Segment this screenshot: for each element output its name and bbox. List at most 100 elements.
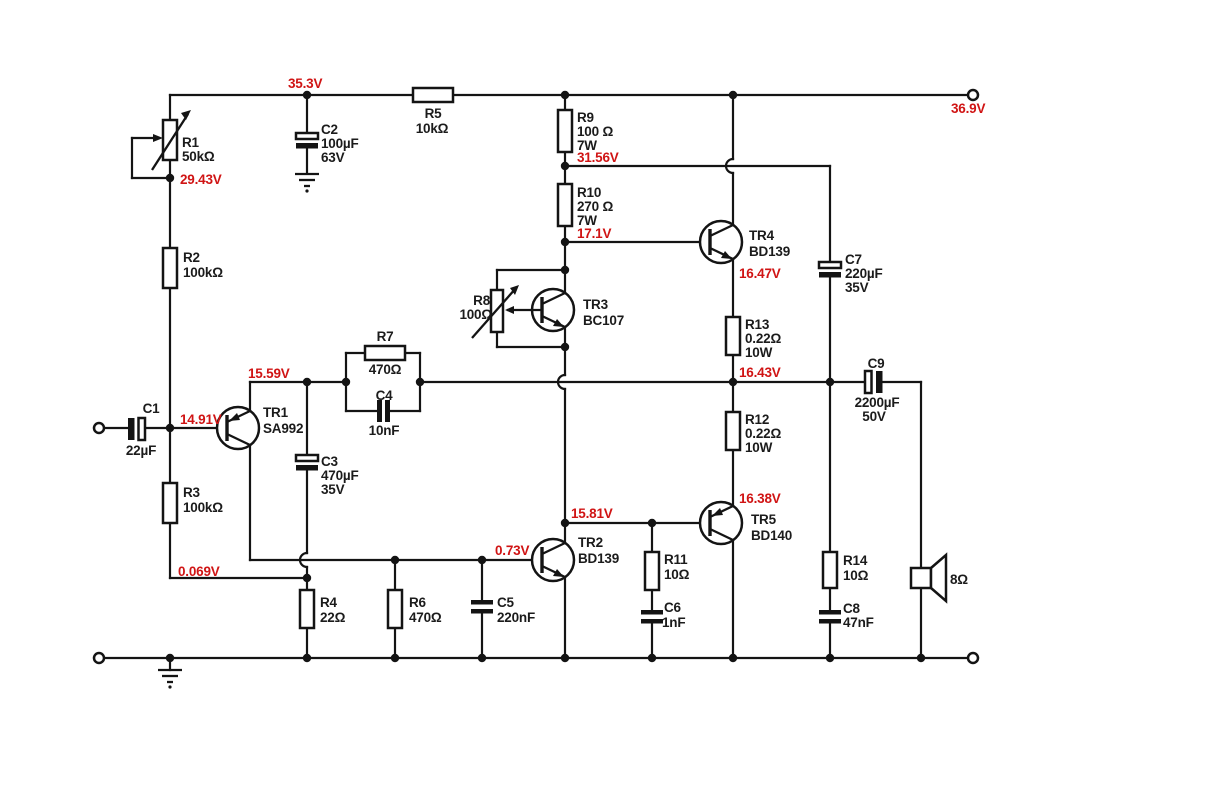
resistor-R9-ref-label: R9 bbox=[577, 110, 594, 125]
capacitor-C6-value-label: 1nF bbox=[662, 615, 685, 630]
input-terminal-icon bbox=[92, 421, 106, 435]
transistor-TR1-ref-label: TR1 bbox=[263, 405, 289, 420]
speaker-icon: 8Ω bbox=[909, 552, 969, 604]
resistor-R12-value-label: 0.22Ω bbox=[745, 426, 781, 441]
resistor-R12: R12 0.22Ω 10W bbox=[724, 410, 782, 455]
ground-terminal-left-icon bbox=[92, 651, 106, 665]
resistor-R13: R13 0.22Ω 10W bbox=[724, 315, 782, 360]
resistor-R11-ref-label: R11 bbox=[664, 552, 688, 567]
resistor-R12-power-label: 10W bbox=[745, 440, 773, 455]
voltage-label-r9-r10: 31.56V bbox=[577, 150, 619, 165]
resistor-R9: R9 100 Ω 7W bbox=[556, 108, 614, 154]
ground-terminal-right-icon bbox=[966, 651, 980, 665]
voltage-label-tr4-emitter: 16.47V bbox=[739, 266, 781, 281]
resistor-R7-value-label: 470Ω bbox=[369, 362, 402, 377]
transistor-TR3-npn: TR3 BC107 bbox=[505, 287, 624, 333]
capacitor-C3-ref-label: C3 bbox=[321, 454, 339, 469]
resistor-R3-value-label: 100kΩ bbox=[183, 500, 223, 515]
wiper-arrow-icon bbox=[505, 306, 514, 314]
speaker-impedance-label: 8Ω bbox=[950, 572, 968, 587]
capacitor-C3-rating-label: 35V bbox=[321, 482, 345, 497]
resistor-R10: R10 270 Ω 7W bbox=[556, 182, 614, 228]
resistor-R2-ref-label: R2 bbox=[183, 250, 200, 265]
capacitor-C8-ref-label: C8 bbox=[843, 601, 861, 616]
ground-icon-c2 bbox=[295, 172, 319, 193]
transistor-TR4-ref-label: TR4 bbox=[749, 228, 775, 243]
transistor-TR3-part-label: BC107 bbox=[583, 313, 624, 328]
resistor-R6-value-label: 470Ω bbox=[409, 610, 442, 625]
voltage-label-tr2-base: 0.73V bbox=[495, 543, 529, 558]
capacitor-C3-value-label: 470µF bbox=[321, 468, 359, 483]
voltage-annotations: 35.3V 36.9V 29.43V 31.56V 17.1V 16.47V 1… bbox=[178, 76, 986, 579]
transistor-TR3-ref-label: TR3 bbox=[583, 297, 609, 312]
voltage-label-r1-wiper: 29.43V bbox=[180, 172, 222, 187]
capacitor-C8: C8 47nF bbox=[819, 601, 874, 630]
supply-terminal-icon bbox=[966, 88, 980, 102]
voltage-label-rail: 35.3V bbox=[288, 76, 322, 91]
emitter-arrow-icon bbox=[553, 319, 564, 327]
resistor-R3: R3 100kΩ bbox=[161, 481, 223, 525]
emitter-arrow-icon bbox=[229, 413, 240, 421]
resistor-R5-ref-label: R5 bbox=[425, 106, 443, 121]
capacitor-C4: C4 10nF bbox=[369, 388, 400, 438]
resistor-R1-ref-label: R1 bbox=[182, 135, 200, 150]
capacitor-C5-value-label: 220nF bbox=[497, 610, 535, 625]
capacitor-C2: C2 100µF 63V bbox=[294, 122, 359, 165]
transistor-TR4-npn: TR4 BD139 bbox=[698, 219, 790, 265]
capacitor-C4-ref-label: C4 bbox=[376, 388, 394, 403]
resistor-R5: R5 10kΩ bbox=[411, 86, 455, 136]
emitter-arrow-icon bbox=[721, 251, 732, 259]
resistor-R9-value-label: 100 Ω bbox=[577, 124, 613, 139]
capacitor-C2-ref-label: C2 bbox=[321, 122, 338, 137]
voltage-label-tr1-emitter: 15.59V bbox=[248, 366, 290, 381]
capacitor-C6: C6 1nF bbox=[641, 600, 686, 630]
capacitor-C2-value-label: 100µF bbox=[321, 136, 359, 151]
voltage-label-output: 16.43V bbox=[739, 365, 781, 380]
transistor-TR5-ref-label: TR5 bbox=[751, 512, 777, 527]
resistor-R4-value-label: 22Ω bbox=[320, 610, 346, 625]
transistor-TR2-npn: TR2 BD139 bbox=[530, 535, 619, 583]
transistor-TR2-part-label: BD139 bbox=[578, 551, 619, 566]
capacitor-C7-value-label: 220µF bbox=[845, 266, 883, 281]
wires bbox=[102, 93, 970, 660]
capacitor-C1-value-label: 22µF bbox=[126, 443, 156, 458]
capacitor-C9-value-label: 2200µF bbox=[855, 395, 900, 410]
resistor-R4-ref-label: R4 bbox=[320, 595, 338, 610]
resistor-R4: R4 22Ω bbox=[298, 588, 346, 630]
capacitor-C7-ref-label: C7 bbox=[845, 252, 862, 267]
capacitor-C3: C3 470µF 35V bbox=[294, 453, 359, 497]
emitter-arrow-icon bbox=[712, 508, 723, 516]
capacitor-C7-rating-label: 35V bbox=[845, 280, 869, 295]
transistor-TR5-part-label: BD140 bbox=[751, 528, 792, 543]
resistor-R1-value-label: 50kΩ bbox=[182, 149, 215, 164]
voltage-label-tr1-base: 14.91V bbox=[180, 412, 222, 427]
terminals bbox=[92, 88, 980, 665]
resistor-R13-ref-label: R13 bbox=[745, 317, 770, 332]
resistor-R8-value-label: 100Ω bbox=[459, 307, 492, 322]
resistor-R11: R11 10Ω bbox=[643, 550, 690, 592]
resistor-R9-power-label: 7W bbox=[577, 138, 597, 153]
resistor-R5-value-label: 10kΩ bbox=[416, 121, 449, 136]
resistor-R10-value-label: 270 Ω bbox=[577, 199, 613, 214]
resistor-R14: R14 10Ω bbox=[821, 550, 869, 590]
voltage-label-tr2-collector: 15.81V bbox=[571, 506, 613, 521]
capacitor-C2-rating-label: 63V bbox=[321, 150, 345, 165]
voltage-label-r4-node: 0.069V bbox=[178, 564, 220, 579]
resistor-R2: R2 100kΩ bbox=[161, 246, 223, 290]
voltage-label-tr5-emitter: 16.38V bbox=[739, 491, 781, 506]
resistor-R11-value-label: 10Ω bbox=[664, 567, 690, 582]
voltage-label-supply: 36.9V bbox=[951, 101, 985, 116]
ground-icon-rail bbox=[158, 656, 182, 689]
junction-dots bbox=[165, 90, 926, 663]
capacitor-C8-value-label: 47nF bbox=[843, 615, 874, 630]
capacitor-C1-ref-label: C1 bbox=[143, 401, 161, 416]
resistor-R10-ref-label: R10 bbox=[577, 185, 601, 200]
resistor-R3-ref-label: R3 bbox=[183, 485, 201, 500]
resistor-R13-value-label: 0.22Ω bbox=[745, 331, 781, 346]
transistor-TR5-pnp: TR5 BD140 bbox=[698, 500, 792, 546]
capacitor-C9-ref-label: C9 bbox=[868, 356, 885, 371]
capacitor-C7: C7 220µF 35V bbox=[817, 252, 883, 295]
capacitor-C6-ref-label: C6 bbox=[664, 600, 682, 615]
